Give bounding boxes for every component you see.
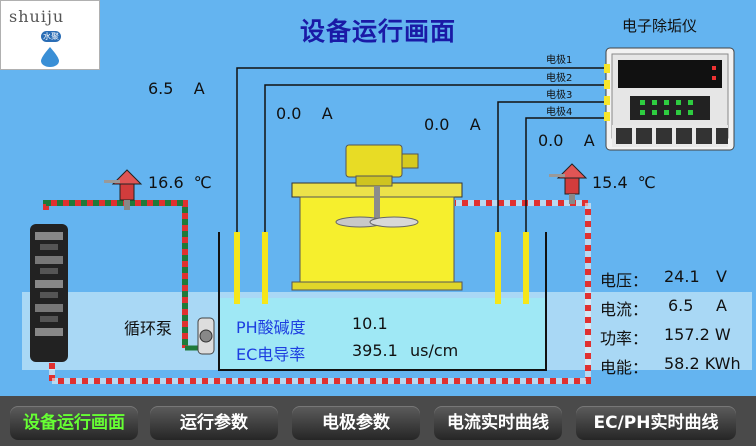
nav-electrode-params[interactable]: 电极参数: [292, 406, 420, 440]
voltage-label: 电压：: [600, 271, 649, 290]
page-title: 设备运行画面: [299, 17, 456, 46]
nav-ec-ph-curve[interactable]: EC/PH实时曲线: [576, 406, 736, 440]
return-pipe-red-b: [49, 200, 591, 384]
power-value: 157.2 W: [664, 325, 731, 344]
ec-label: EC电导率: [236, 345, 306, 364]
circulation-pipe-green: [43, 200, 188, 348]
electrode1-label: 电极1: [546, 55, 573, 66]
energy-value: 58.2 KWh: [664, 354, 741, 373]
ph-label: PH酸碱度: [236, 318, 306, 337]
current-label: 电流：: [600, 300, 649, 319]
nav-operation-screen[interactable]: 设备运行画面: [10, 406, 138, 440]
logo-text: shuiju: [9, 7, 65, 26]
circulation-pump: [197, 317, 215, 355]
electrode-rod-3: [495, 232, 501, 304]
current-1-value: 6.5 A: [148, 79, 205, 98]
electrode-rod-2: [262, 232, 268, 304]
voltage-unit: V: [716, 267, 727, 286]
current-value: 6.5: [668, 296, 694, 315]
descaling-machine: [291, 144, 463, 291]
descaler-title: 电子除垢仪: [622, 17, 698, 35]
right-temperature-sensor: [549, 163, 588, 204]
electrode3-label: 电极3: [546, 90, 573, 101]
filter-cylinder: [30, 224, 68, 362]
water-drop-icon: [41, 47, 59, 67]
nav-current-curve[interactable]: 电流实时曲线: [434, 406, 562, 440]
current-4-value: 0.0 A: [538, 131, 595, 150]
nav-operation-params[interactable]: 运行参数: [150, 406, 278, 440]
current-2-value: 0.0 A: [276, 104, 333, 123]
temp-right-value: 15.4 ℃: [592, 173, 656, 192]
ph-value: 10.1: [352, 314, 388, 333]
power-label: 功率：: [600, 329, 649, 348]
voltage-value: 24.1: [664, 267, 700, 286]
electrode3-wire: [497, 101, 608, 292]
logo-badge: 水聚: [41, 31, 61, 42]
current-3-value: 0.0 A: [424, 115, 481, 134]
temp-left-value: 16.6 ℃: [148, 173, 212, 192]
tank-water: [219, 298, 546, 370]
electrode1-wire: [236, 67, 608, 292]
left-temperature-sensor: [104, 169, 143, 210]
tank: [218, 232, 547, 371]
electrode-rod-4: [523, 232, 529, 304]
brand-logo: shuiju 水聚: [0, 0, 100, 70]
current-unit: A: [716, 296, 727, 315]
ec-unit: us/cm: [410, 341, 459, 360]
ec-value: 395.1: [352, 341, 398, 360]
pump-label: 循环泵: [124, 319, 173, 338]
electrode-rod-1: [234, 232, 240, 304]
electrode2-label: 电极2: [546, 73, 573, 84]
electrode4-label: 电极4: [546, 107, 573, 118]
energy-label: 电能：: [600, 358, 649, 377]
descaler-device: [604, 47, 735, 151]
electrode2-wire: [264, 84, 608, 292]
